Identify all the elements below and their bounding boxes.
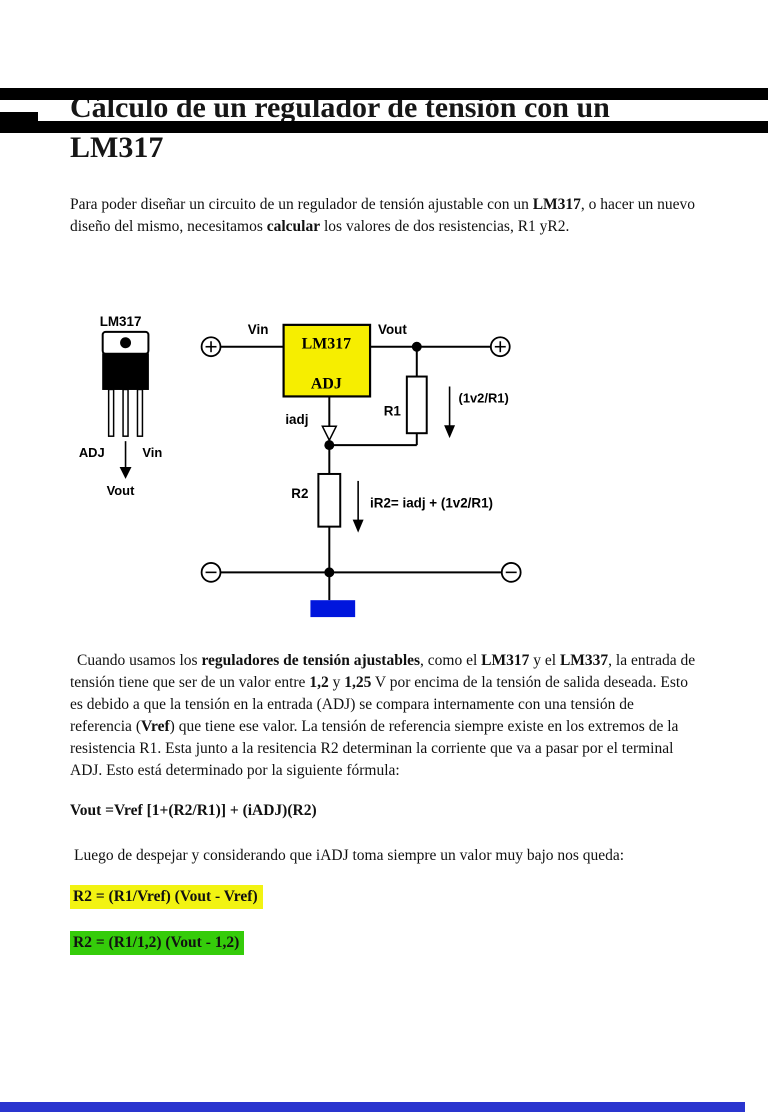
- r1-body: [405, 375, 428, 435]
- package-title-label: LM317: [100, 314, 142, 329]
- current-adj-label: iadj: [285, 412, 308, 427]
- package-leg-vin: [136, 388, 144, 437]
- current-r1-label: (1v2/R1): [459, 390, 509, 405]
- package-hole: [120, 337, 132, 349]
- open-arrow-down-icon: [321, 425, 338, 442]
- package-leg-vout: [122, 388, 129, 437]
- ic-rect: [282, 323, 372, 398]
- circuit-diagram: LM317 ADJ Vin Vout Vin: [66, 302, 698, 637]
- r1-label: R1: [384, 403, 402, 418]
- node-vin-label: Vin: [248, 322, 269, 337]
- ic-name-label: LM317: [302, 336, 351, 353]
- document-page: { "title": "Cálculo de un regulador de t…: [0, 88, 768, 1112]
- lm317-ic-box: LM317 ADJ: [282, 323, 372, 398]
- package-vout-arrowhead: [119, 467, 132, 479]
- resistor-r1: R1: [384, 346, 428, 446]
- header-bar-top: [0, 88, 768, 100]
- arrow-down-icon: [352, 519, 364, 533]
- result-yellow-line: R2 = (R1/Vref) (Vout - Vref): [70, 885, 698, 909]
- input-plus-terminal: [200, 336, 222, 358]
- current-r2-label: iR2= iadj + (1v2/R1): [370, 496, 493, 511]
- adj-branch: iadj: [285, 396, 417, 451]
- result-green-line: R2 = (R1/1,2) (Vout - 1,2): [70, 931, 698, 955]
- ic-adj-label: ADJ: [311, 375, 342, 392]
- package-pin-adj-label: ADJ: [79, 445, 105, 460]
- formula-yellow-highlight: R2 = (R1/Vref) (Vout - Vref): [70, 885, 263, 909]
- arrow-down-icon: [444, 425, 456, 439]
- intro-paragraph: Para poder diseñar un circuito de un reg…: [70, 196, 695, 235]
- despeje-paragraph: Luego de despejar y considerando que iAD…: [74, 847, 625, 864]
- footer-bar: [0, 1102, 745, 1112]
- junction-vout: [411, 341, 422, 352]
- ground-symbol: [310, 600, 356, 618]
- circuit-svg: LM317 ADJ Vin Vout Vin: [79, 314, 522, 618]
- ground-rail: [200, 562, 522, 618]
- explanation-paragraph: Cuando usamos los reguladores de tensión…: [70, 652, 696, 779]
- r2-label: R2: [291, 486, 308, 501]
- package-body: [102, 353, 149, 390]
- to220-package: LM317 ADJ Vin Vout: [79, 314, 163, 498]
- resistor-r2: R2: [291, 445, 342, 573]
- package-pin-vin-label: Vin: [142, 445, 162, 460]
- current-arrow-r2: iR2= iadj + (1v2/R1): [352, 480, 493, 533]
- node-vout-label: Vout: [378, 322, 407, 337]
- package-leg-adj: [107, 388, 115, 437]
- document-content: Cálculo de un regulador de tensión con u…: [70, 88, 698, 955]
- output-plus-terminal: [489, 336, 511, 358]
- package-pin-vout-label: Vout: [107, 483, 135, 498]
- formula-text: Vout =Vref [1+(R2/R1)] + (iADJ)(R2): [70, 802, 317, 819]
- r2-body: [317, 472, 342, 528]
- header-bar-secondary: [0, 121, 768, 133]
- current-arrow-r1: (1v2/R1): [444, 386, 509, 439]
- formula-green-highlight: R2 = (R1/1,2) (Vout - 1,2): [70, 931, 245, 955]
